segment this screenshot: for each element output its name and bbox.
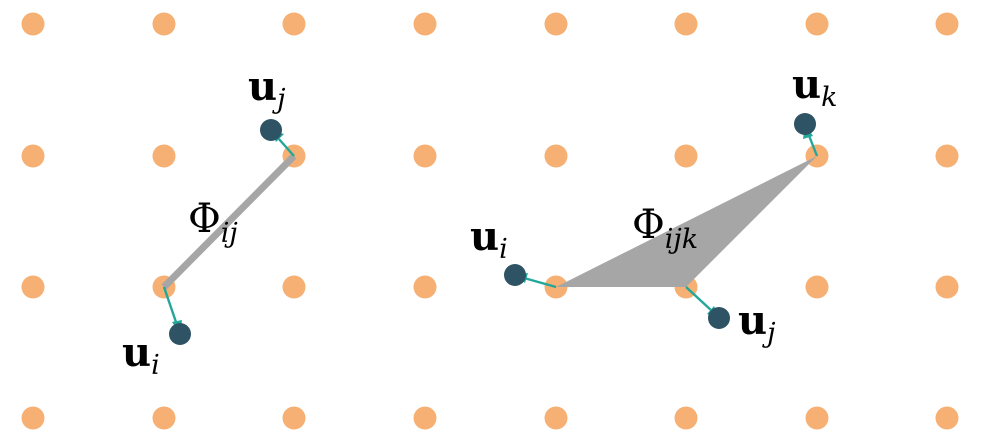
right-uk-displaced-site — [794, 113, 816, 135]
lattice-site-r3-c0 — [21, 406, 45, 430]
lattice-site-r3-c1 — [152, 406, 176, 430]
right-ui-displaced-site — [504, 264, 526, 286]
lattice-site-r1-c4 — [544, 144, 568, 168]
lattice-site-r0-c1 — [152, 12, 176, 36]
lattice-site-r3-c6 — [805, 406, 829, 430]
left-uj-displaced-site — [260, 119, 282, 141]
lattice-site-r1-c0 — [21, 144, 45, 168]
lattice-site-r2-c0 — [21, 275, 45, 299]
right-uj-displaced-site — [708, 307, 730, 329]
lattice-site-r0-c5 — [674, 12, 698, 36]
phi-ijk-label: Φijk — [632, 202, 698, 255]
lattice-site-r2-c3 — [413, 275, 437, 299]
right-uj-label: uj — [738, 297, 775, 349]
lattice-site-r2-c7 — [935, 275, 959, 299]
right-ui-label: ui — [470, 213, 508, 265]
lattice-site-r1-c1 — [152, 144, 176, 168]
lattice-site-r1-c7 — [935, 144, 959, 168]
lattice-site-r0-c4 — [544, 12, 568, 36]
lattice-site-r2-c6 — [805, 275, 829, 299]
right-panel: Φijk ui uj uk — [470, 61, 837, 349]
lattice-site-r3-c2 — [282, 406, 306, 430]
lattice-site-r3-c3 — [413, 406, 437, 430]
lattice-site-r3-c7 — [935, 406, 959, 430]
left-uj-label: uj — [248, 63, 285, 115]
lattice-site-r2-c2 — [282, 275, 306, 299]
lattice-site-r0-c3 — [413, 12, 437, 36]
lattice-site-r3-c5 — [674, 406, 698, 430]
lattice-site-r1-c5 — [674, 144, 698, 168]
lattice-site-r0-c0 — [21, 12, 45, 36]
left-ui-displaced-site — [169, 323, 191, 345]
left-ui-label: ui — [122, 329, 160, 381]
lattice-site-r3-c4 — [544, 406, 568, 430]
phi-ij-label: Φij — [188, 196, 238, 249]
left-panel: Φij ui uj — [122, 63, 297, 381]
pair-bond — [161, 153, 297, 290]
lattice-site-r0-c6 — [805, 12, 829, 36]
lattice-site-r1-c3 — [413, 144, 437, 168]
right-uk-label: uk — [792, 61, 837, 113]
triplet-plaquette — [556, 156, 817, 287]
lattice-site-r0-c2 — [282, 12, 306, 36]
lattice-site-r0-c7 — [935, 12, 959, 36]
